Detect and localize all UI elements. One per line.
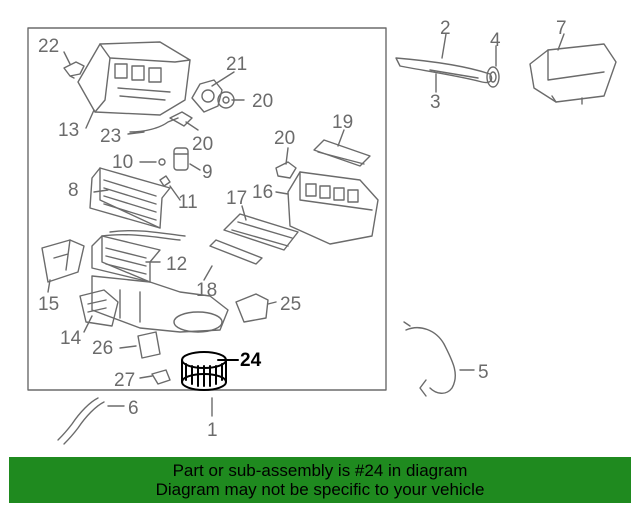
callout-5: 5 bbox=[478, 362, 489, 383]
leader-lines bbox=[47, 33, 565, 417]
callout-20-c: 20 bbox=[274, 128, 295, 149]
callout-20-b: 20 bbox=[192, 134, 213, 155]
part-27-clip[interactable] bbox=[151, 369, 171, 385]
part-11-clip[interactable] bbox=[159, 175, 171, 187]
callout-3: 3 bbox=[430, 92, 441, 113]
part-2-3-duct[interactable] bbox=[395, 57, 493, 84]
callout-10: 10 bbox=[112, 152, 133, 173]
callout-9: 9 bbox=[202, 162, 213, 183]
part-9-sensor[interactable] bbox=[173, 147, 189, 171]
banner-line-2: Diagram may not be specific to your vehi… bbox=[155, 480, 485, 499]
part-4-ring[interactable] bbox=[486, 66, 500, 88]
callout-27: 27 bbox=[114, 370, 135, 391]
part-7-duct[interactable] bbox=[529, 43, 617, 105]
callout-24: 24 bbox=[240, 350, 262, 371]
part-25-module[interactable] bbox=[235, 293, 269, 323]
callout-6: 6 bbox=[128, 398, 139, 419]
callout-25: 25 bbox=[280, 294, 301, 315]
part-6-drain-hose[interactable] bbox=[57, 397, 105, 445]
part-22-clip[interactable] bbox=[63, 61, 85, 79]
callout-21: 21 bbox=[226, 54, 247, 75]
callout-17: 17 bbox=[226, 188, 247, 209]
callout-12: 12 bbox=[166, 254, 187, 275]
part-24-blower-motor[interactable] bbox=[181, 351, 227, 391]
callout-labels: 22 21 20 13 23 20 10 9 8 11 20 19 16 17 … bbox=[38, 18, 567, 441]
parts-diagram: 22 21 20 13 23 20 10 9 8 11 20 19 16 17 … bbox=[27, 18, 617, 445]
part-18-strip[interactable] bbox=[209, 239, 263, 265]
part-12-evaporator[interactable] bbox=[91, 229, 186, 283]
part-15-bracket[interactable] bbox=[41, 239, 85, 283]
callout-16: 16 bbox=[252, 182, 273, 203]
callout-8: 8 bbox=[68, 180, 79, 201]
banner-line-1: Part or sub-assembly is #24 in diagram bbox=[172, 461, 468, 480]
part-17-filter[interactable] bbox=[223, 213, 299, 251]
callout-18: 18 bbox=[196, 280, 217, 301]
part-13-upper-housing[interactable] bbox=[77, 41, 191, 116]
part-23-cable[interactable] bbox=[129, 117, 179, 133]
callout-23: 23 bbox=[100, 126, 121, 147]
part-5-harness[interactable] bbox=[403, 321, 456, 397]
callout-1: 1 bbox=[207, 420, 218, 441]
callout-26: 26 bbox=[92, 338, 113, 359]
part-8-heater-core[interactable] bbox=[89, 167, 171, 229]
callout-19: 19 bbox=[332, 112, 353, 133]
part-21-actuator[interactable] bbox=[191, 79, 223, 113]
info-banner: Part or sub-assembly is #24 in diagram D… bbox=[9, 457, 631, 503]
part-16-blower-housing[interactable] bbox=[287, 171, 379, 245]
part-20-bracket-lower[interactable] bbox=[169, 111, 193, 127]
lower-case bbox=[91, 275, 229, 333]
callout-11: 11 bbox=[178, 192, 198, 213]
callout-4: 4 bbox=[490, 30, 501, 51]
callout-13: 13 bbox=[58, 120, 79, 141]
callout-20-a: 20 bbox=[252, 91, 273, 112]
part-10-screw[interactable] bbox=[158, 158, 166, 166]
callout-15: 15 bbox=[38, 294, 59, 315]
part-14-duct[interactable] bbox=[79, 289, 119, 327]
callout-7: 7 bbox=[556, 18, 567, 39]
part-19-filter[interactable] bbox=[313, 139, 371, 167]
callout-22: 22 bbox=[38, 36, 59, 57]
part-26-resistor[interactable] bbox=[137, 331, 161, 359]
callout-14: 14 bbox=[60, 328, 82, 349]
callout-2: 2 bbox=[440, 18, 451, 39]
